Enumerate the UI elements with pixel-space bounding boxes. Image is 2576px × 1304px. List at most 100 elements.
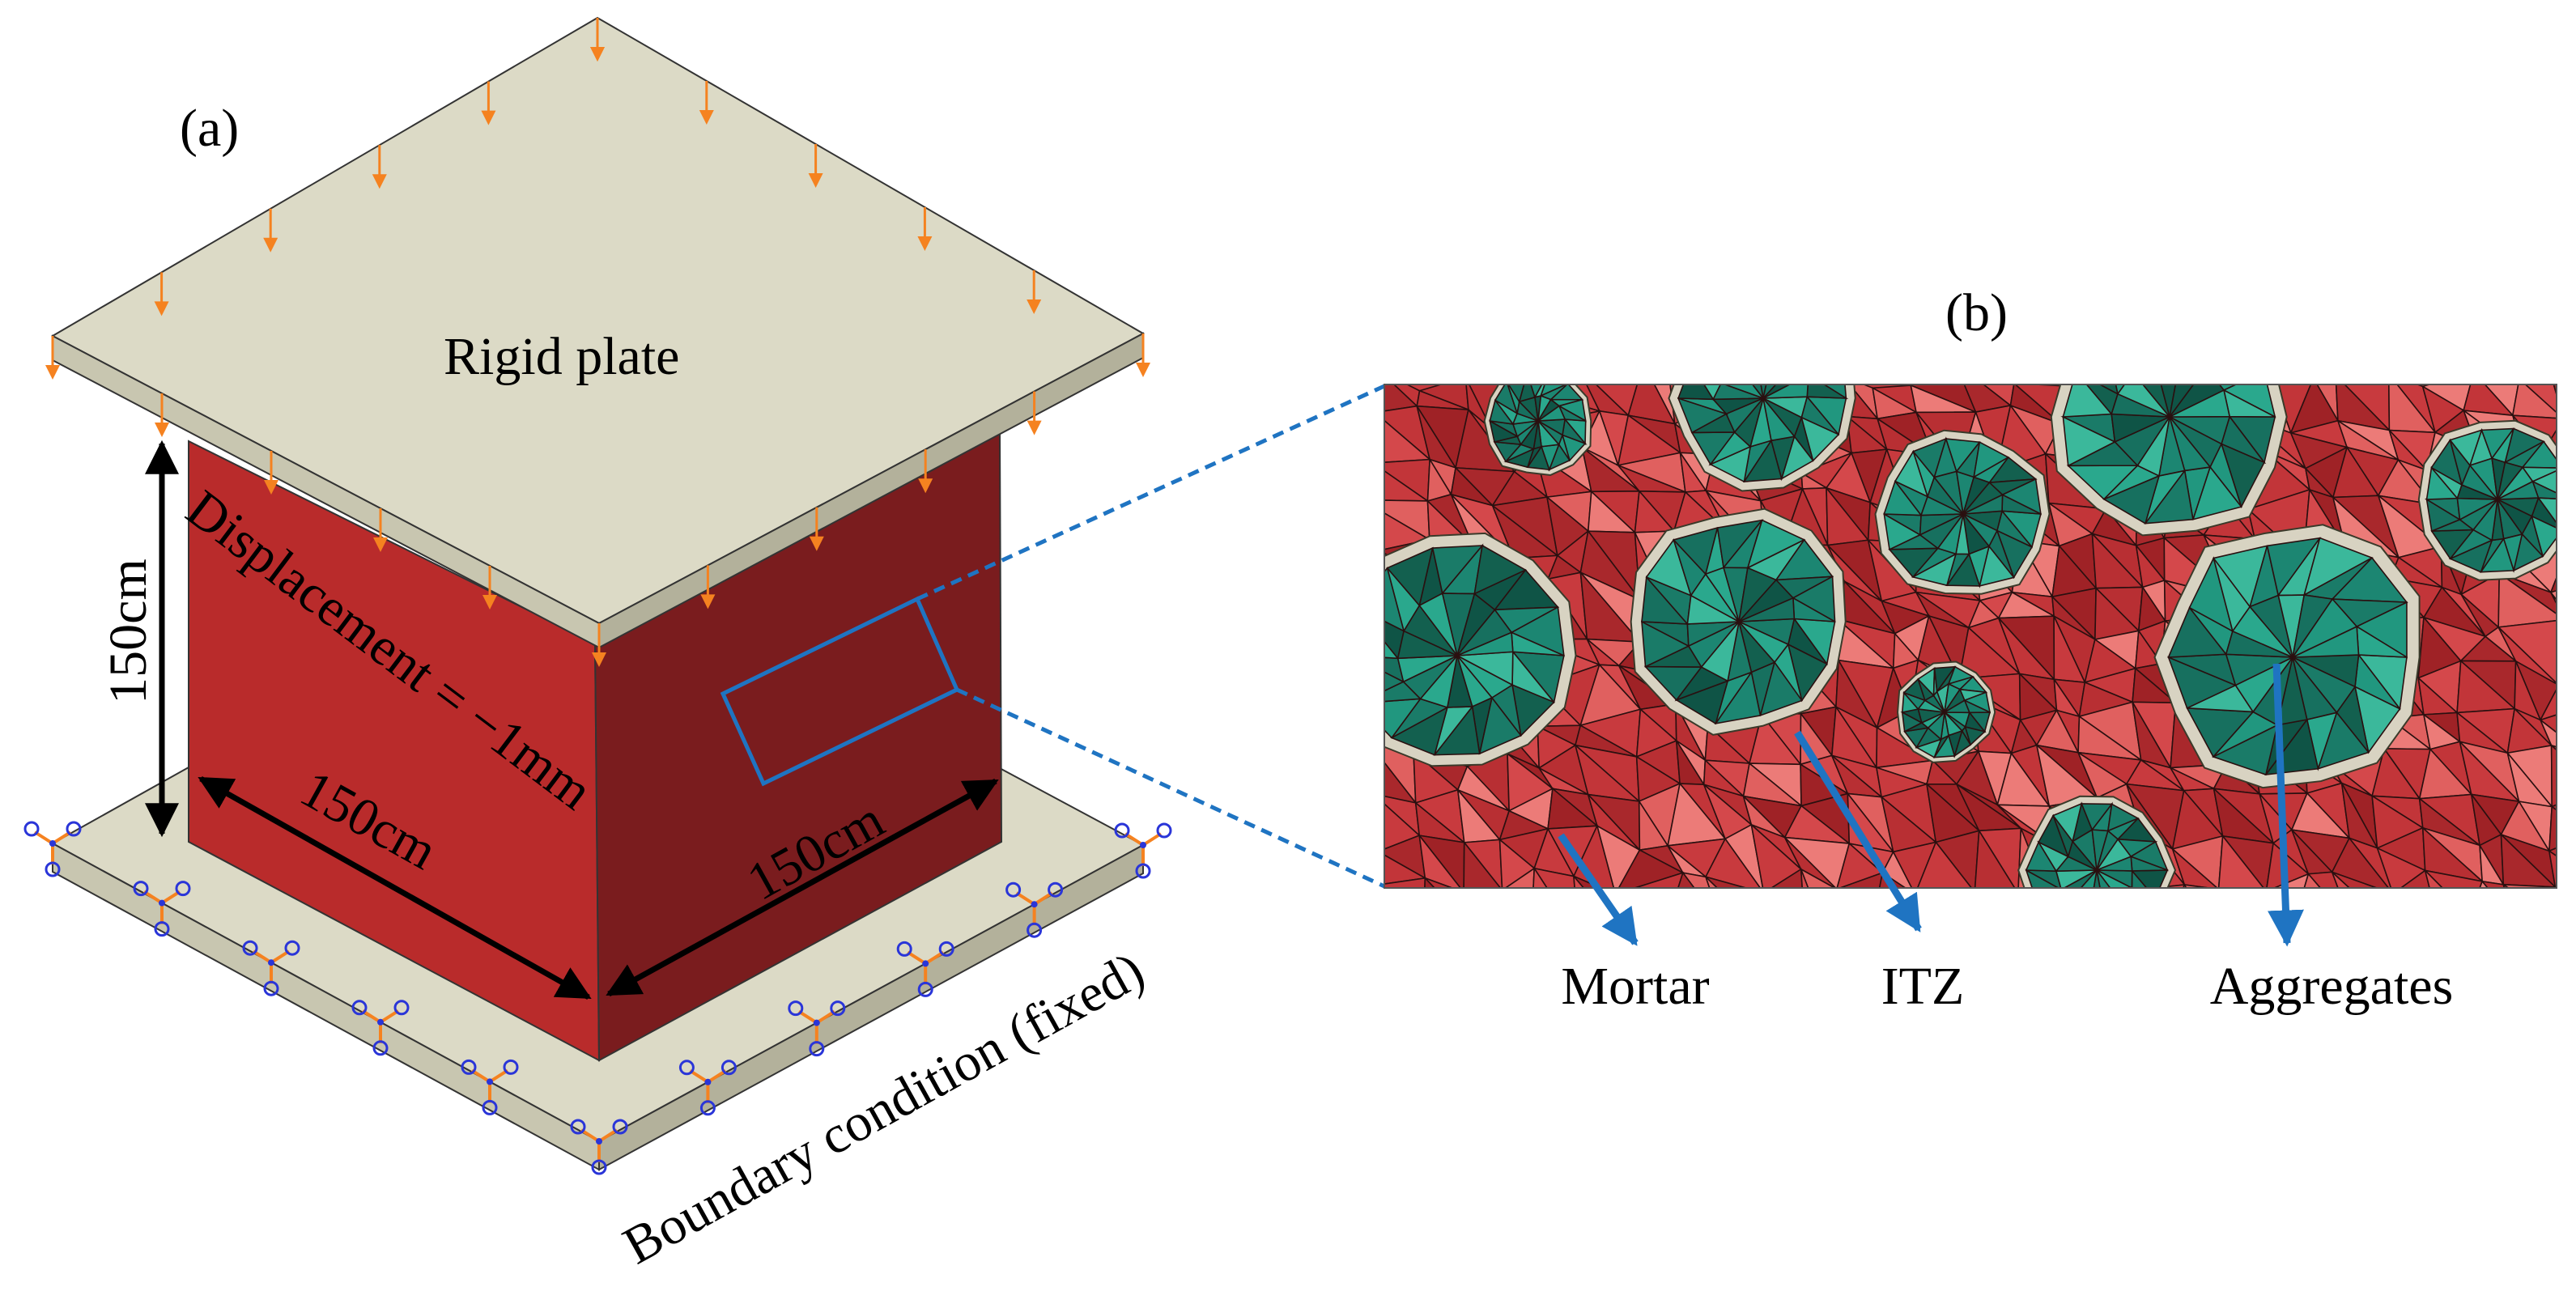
mortar-element bbox=[1881, 872, 1907, 888]
mortar-element bbox=[2550, 744, 2557, 808]
mortar-element bbox=[1498, 914, 1550, 976]
mortar-element bbox=[1498, 890, 1531, 932]
aggregate-element bbox=[2131, 886, 2134, 888]
mortar-element bbox=[2480, 880, 2506, 888]
down-arrow-icon bbox=[482, 566, 497, 610]
mortar-element bbox=[1749, 893, 1805, 935]
depth-dimension-arrow bbox=[606, 778, 999, 997]
mortar-element bbox=[2554, 886, 2557, 888]
aggregate-element bbox=[2036, 899, 2071, 920]
fixed-supports bbox=[23, 821, 1172, 1175]
itz-label: ITZ bbox=[1881, 957, 1965, 1016]
aggregate-element bbox=[2096, 856, 2133, 872]
mortar-element bbox=[2559, 677, 2576, 703]
mortar-element bbox=[1495, 914, 1551, 976]
mortar-element bbox=[1424, 911, 1454, 980]
down-arrow-icon bbox=[263, 208, 278, 253]
mortar-element bbox=[2393, 894, 2438, 936]
mortar-element bbox=[1838, 872, 1884, 888]
mortar-element bbox=[1463, 840, 1502, 888]
mortar-element bbox=[2217, 834, 2265, 888]
mortar-element bbox=[1972, 922, 2011, 976]
aggregate-element bbox=[2112, 901, 2140, 936]
mortar-element bbox=[2559, 620, 2576, 686]
down-arrow-icon bbox=[590, 18, 605, 62]
fixed-support-icon bbox=[23, 821, 82, 877]
aggregate-element bbox=[1773, 321, 1818, 351]
height-dimension-label: 150cm bbox=[99, 559, 158, 704]
mortar-element bbox=[1805, 935, 1843, 980]
aggregate-element bbox=[1720, 384, 1721, 385]
mortar-element bbox=[2041, 927, 2078, 967]
mortar-element bbox=[2400, 869, 2430, 888]
aggregate-element bbox=[1762, 384, 1809, 399]
aggregate-element bbox=[1744, 312, 1781, 350]
dimension-arrows bbox=[145, 440, 999, 1000]
down-arrow-icon bbox=[917, 207, 933, 251]
itz-pointer-arrow bbox=[1794, 730, 1922, 932]
down-arrow-icon bbox=[373, 508, 388, 552]
mortar-element bbox=[2548, 847, 2557, 857]
fixed-support-icon bbox=[678, 1060, 737, 1116]
aggregate-particle bbox=[2050, 331, 2288, 537]
mortar-element bbox=[2303, 873, 2322, 888]
callout-line-top bbox=[916, 384, 1386, 601]
mortar-element bbox=[2120, 891, 2174, 930]
aggregate-element bbox=[2206, 331, 2264, 372]
mortar-element bbox=[2550, 592, 2557, 605]
aggregate-element bbox=[2169, 389, 2231, 418]
mortar-element bbox=[2173, 916, 2207, 965]
mortar-element bbox=[1705, 876, 1749, 888]
aggregate-particle bbox=[1668, 312, 1856, 492]
mortar-element bbox=[1464, 890, 1503, 914]
aggregate-element bbox=[1736, 312, 1756, 362]
mortar-element bbox=[2147, 884, 2186, 888]
fixed-support-icon bbox=[1005, 881, 1064, 938]
down-arrow-icon bbox=[1027, 270, 1042, 314]
mortar-element bbox=[1424, 877, 1455, 888]
mortar-element bbox=[1572, 874, 1585, 888]
aggregate-element bbox=[1713, 312, 1744, 362]
down-arrow-icon bbox=[372, 145, 387, 189]
down-arrow-icon bbox=[918, 449, 933, 494]
mortar-element bbox=[1800, 868, 1836, 888]
mortar-element bbox=[2565, 620, 2576, 678]
mortar-element bbox=[2001, 933, 2047, 976]
mortar-element bbox=[1424, 909, 1455, 974]
mortar-label: Mortar bbox=[1561, 957, 1709, 1016]
mortar-element bbox=[2205, 890, 2266, 922]
mortar-element bbox=[1749, 920, 1805, 964]
aggregate-particle bbox=[1384, 532, 1577, 767]
mortar-pointer-arrow bbox=[1558, 833, 1639, 946]
mortar-element bbox=[2479, 880, 2489, 888]
mortar-element bbox=[2539, 714, 2557, 733]
mesoscale-frame bbox=[1384, 384, 2557, 889]
panel-b: (b) Mortar ITZ Aggregates bbox=[1362, 283, 2576, 1016]
aggregate-element bbox=[2057, 909, 2090, 940]
aggregate-element bbox=[2103, 901, 2120, 936]
mortar-element bbox=[2502, 882, 2510, 888]
mortar-element bbox=[1362, 886, 1424, 932]
fixed-support-icon bbox=[133, 881, 191, 937]
mortar-element bbox=[1677, 871, 1695, 888]
mortar-element bbox=[1424, 876, 1436, 888]
mortar-element bbox=[2173, 916, 2207, 965]
mortar-element bbox=[1384, 877, 1426, 888]
mortar-element bbox=[1723, 920, 1762, 956]
aggregate-element bbox=[1773, 329, 1818, 363]
callout-line-bottom bbox=[955, 687, 1386, 889]
mortar-element bbox=[2011, 927, 2047, 967]
mortar-element bbox=[1532, 866, 1548, 888]
mortar-element bbox=[1915, 892, 1975, 922]
aggregate-element bbox=[1796, 360, 1843, 375]
mortar-element bbox=[2548, 849, 2557, 888]
aggregate-element bbox=[2131, 886, 2133, 888]
fixed-support-icon bbox=[351, 1000, 410, 1056]
mortar-element bbox=[2562, 925, 2576, 961]
mortar-element bbox=[1705, 876, 1719, 888]
aggregate-element bbox=[2081, 904, 2111, 939]
mortar-element bbox=[1827, 937, 1869, 980]
aggregate-element bbox=[2098, 384, 2119, 396]
mortar-element bbox=[2470, 915, 2502, 966]
aggregate-element bbox=[1755, 321, 1781, 351]
